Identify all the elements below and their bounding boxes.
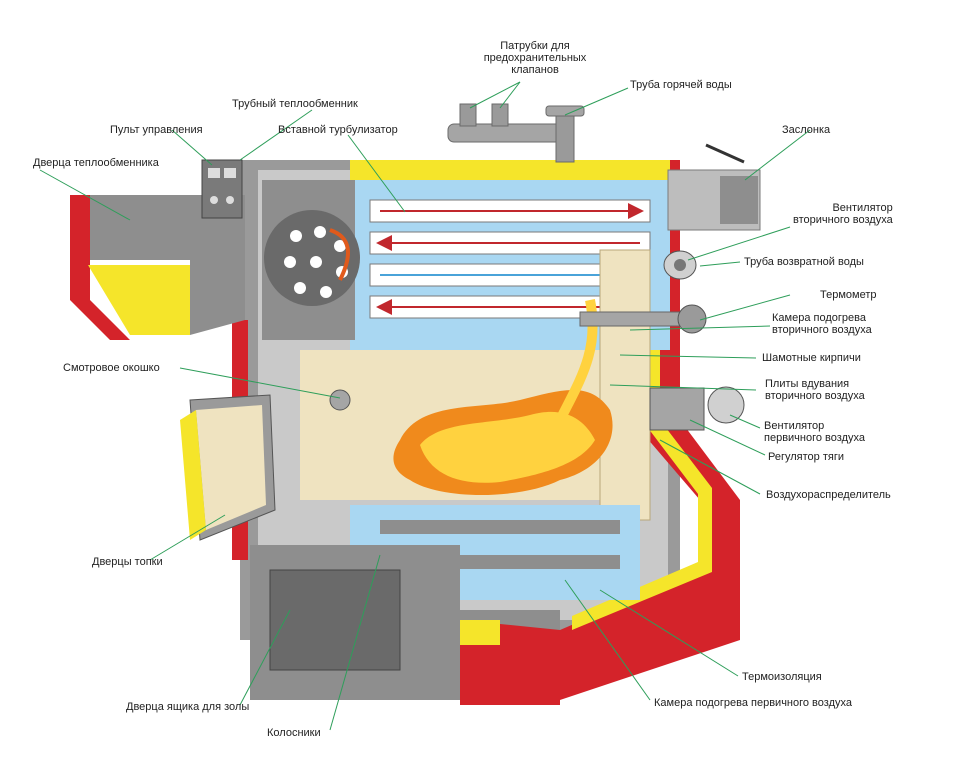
label-ash-door: Дверца ящика для золы xyxy=(126,701,250,713)
label-thermometer: Термометр xyxy=(820,289,877,301)
label-view-window: Смотровое окошко xyxy=(63,362,160,374)
label-secondary-preheat: Камера подогрева вторичного воздуха xyxy=(772,312,872,336)
label-hot-water-pipe: Труба горячей воды xyxy=(630,79,732,91)
label-return-pipe: Труба возвратной воды xyxy=(744,256,864,268)
control-panel xyxy=(201,159,243,219)
label-air-distributor: Воздухораспределитель xyxy=(766,489,891,501)
firebox-door xyxy=(180,394,276,541)
label-damper: Заслонка xyxy=(782,124,831,136)
label-thermal-insulation: Термоизоляция xyxy=(742,671,822,683)
label-primary-preheat: Камера подогрева первичного воздуха xyxy=(654,697,852,709)
top-pipes xyxy=(447,103,585,163)
label-safety-valve-nozzles: Патрубки для предохранительных клапанов xyxy=(483,40,587,76)
left-door-box xyxy=(70,195,245,340)
label-tube-heat-exchanger: Трубный теплообменник xyxy=(232,98,358,110)
flue-damper xyxy=(667,143,761,231)
leader-lines xyxy=(39,81,811,731)
label-draft-regulator: Регулятор тяги xyxy=(768,451,844,463)
label-hx-door: Дверца теплообменника xyxy=(33,157,159,169)
right-fixtures xyxy=(329,250,745,431)
label-firebox-doors: Дверцы топки xyxy=(92,556,163,568)
label-primary-fan: Вентилятор первичного воздуха xyxy=(764,420,865,444)
label-grates: Колосники xyxy=(267,727,321,739)
label-blow-plates: Плиты вдувания вторичного воздуха xyxy=(765,378,865,402)
label-control-panel: Пульт управления xyxy=(110,124,203,136)
label-turbulizer: Вставной турбулизатор xyxy=(278,124,398,136)
hx-door xyxy=(262,180,360,340)
label-secondary-fan: Вентилятор вторичного воздуха xyxy=(793,202,893,226)
lower-body xyxy=(250,545,560,705)
label-chamotte: Шамотные кирпичи xyxy=(762,352,861,364)
